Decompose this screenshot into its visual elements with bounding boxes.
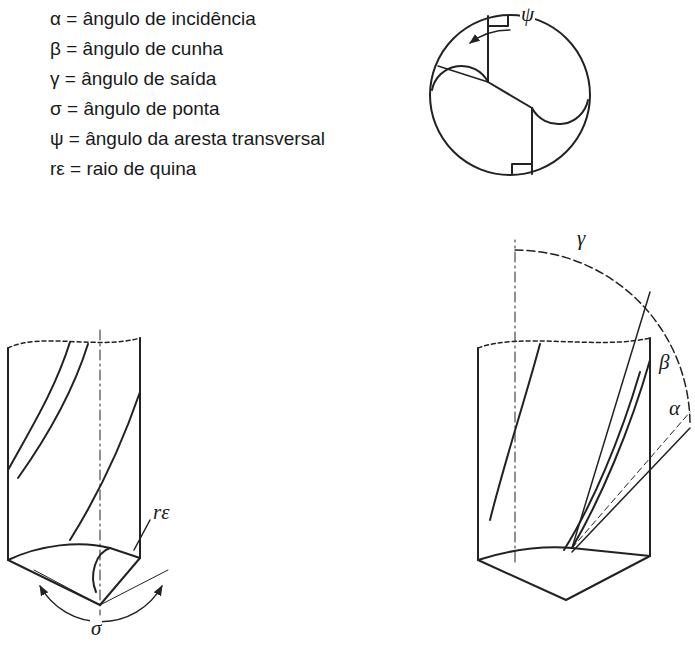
radius-symbol: rε: [152, 500, 170, 524]
legend-line: β = ângulo de cunha: [50, 38, 223, 60]
drill-end-view: [430, 15, 590, 175]
angle-symbol: γ: [576, 226, 586, 250]
legend-line: γ = ângulo de saída: [50, 68, 216, 90]
legend-line: α = ângulo de incidência: [50, 8, 256, 30]
legend-line: rε = raio de quina: [50, 158, 196, 180]
angle-symbol: σ: [90, 616, 102, 640]
angle-symbol: α: [668, 396, 681, 420]
angle-symbol: β: [658, 350, 670, 374]
legend-line: ψ = ângulo da aresta transversal: [50, 128, 325, 150]
angle-symbol: ψ: [520, 2, 535, 26]
legend-line: σ = ângulo de ponta: [50, 98, 220, 120]
